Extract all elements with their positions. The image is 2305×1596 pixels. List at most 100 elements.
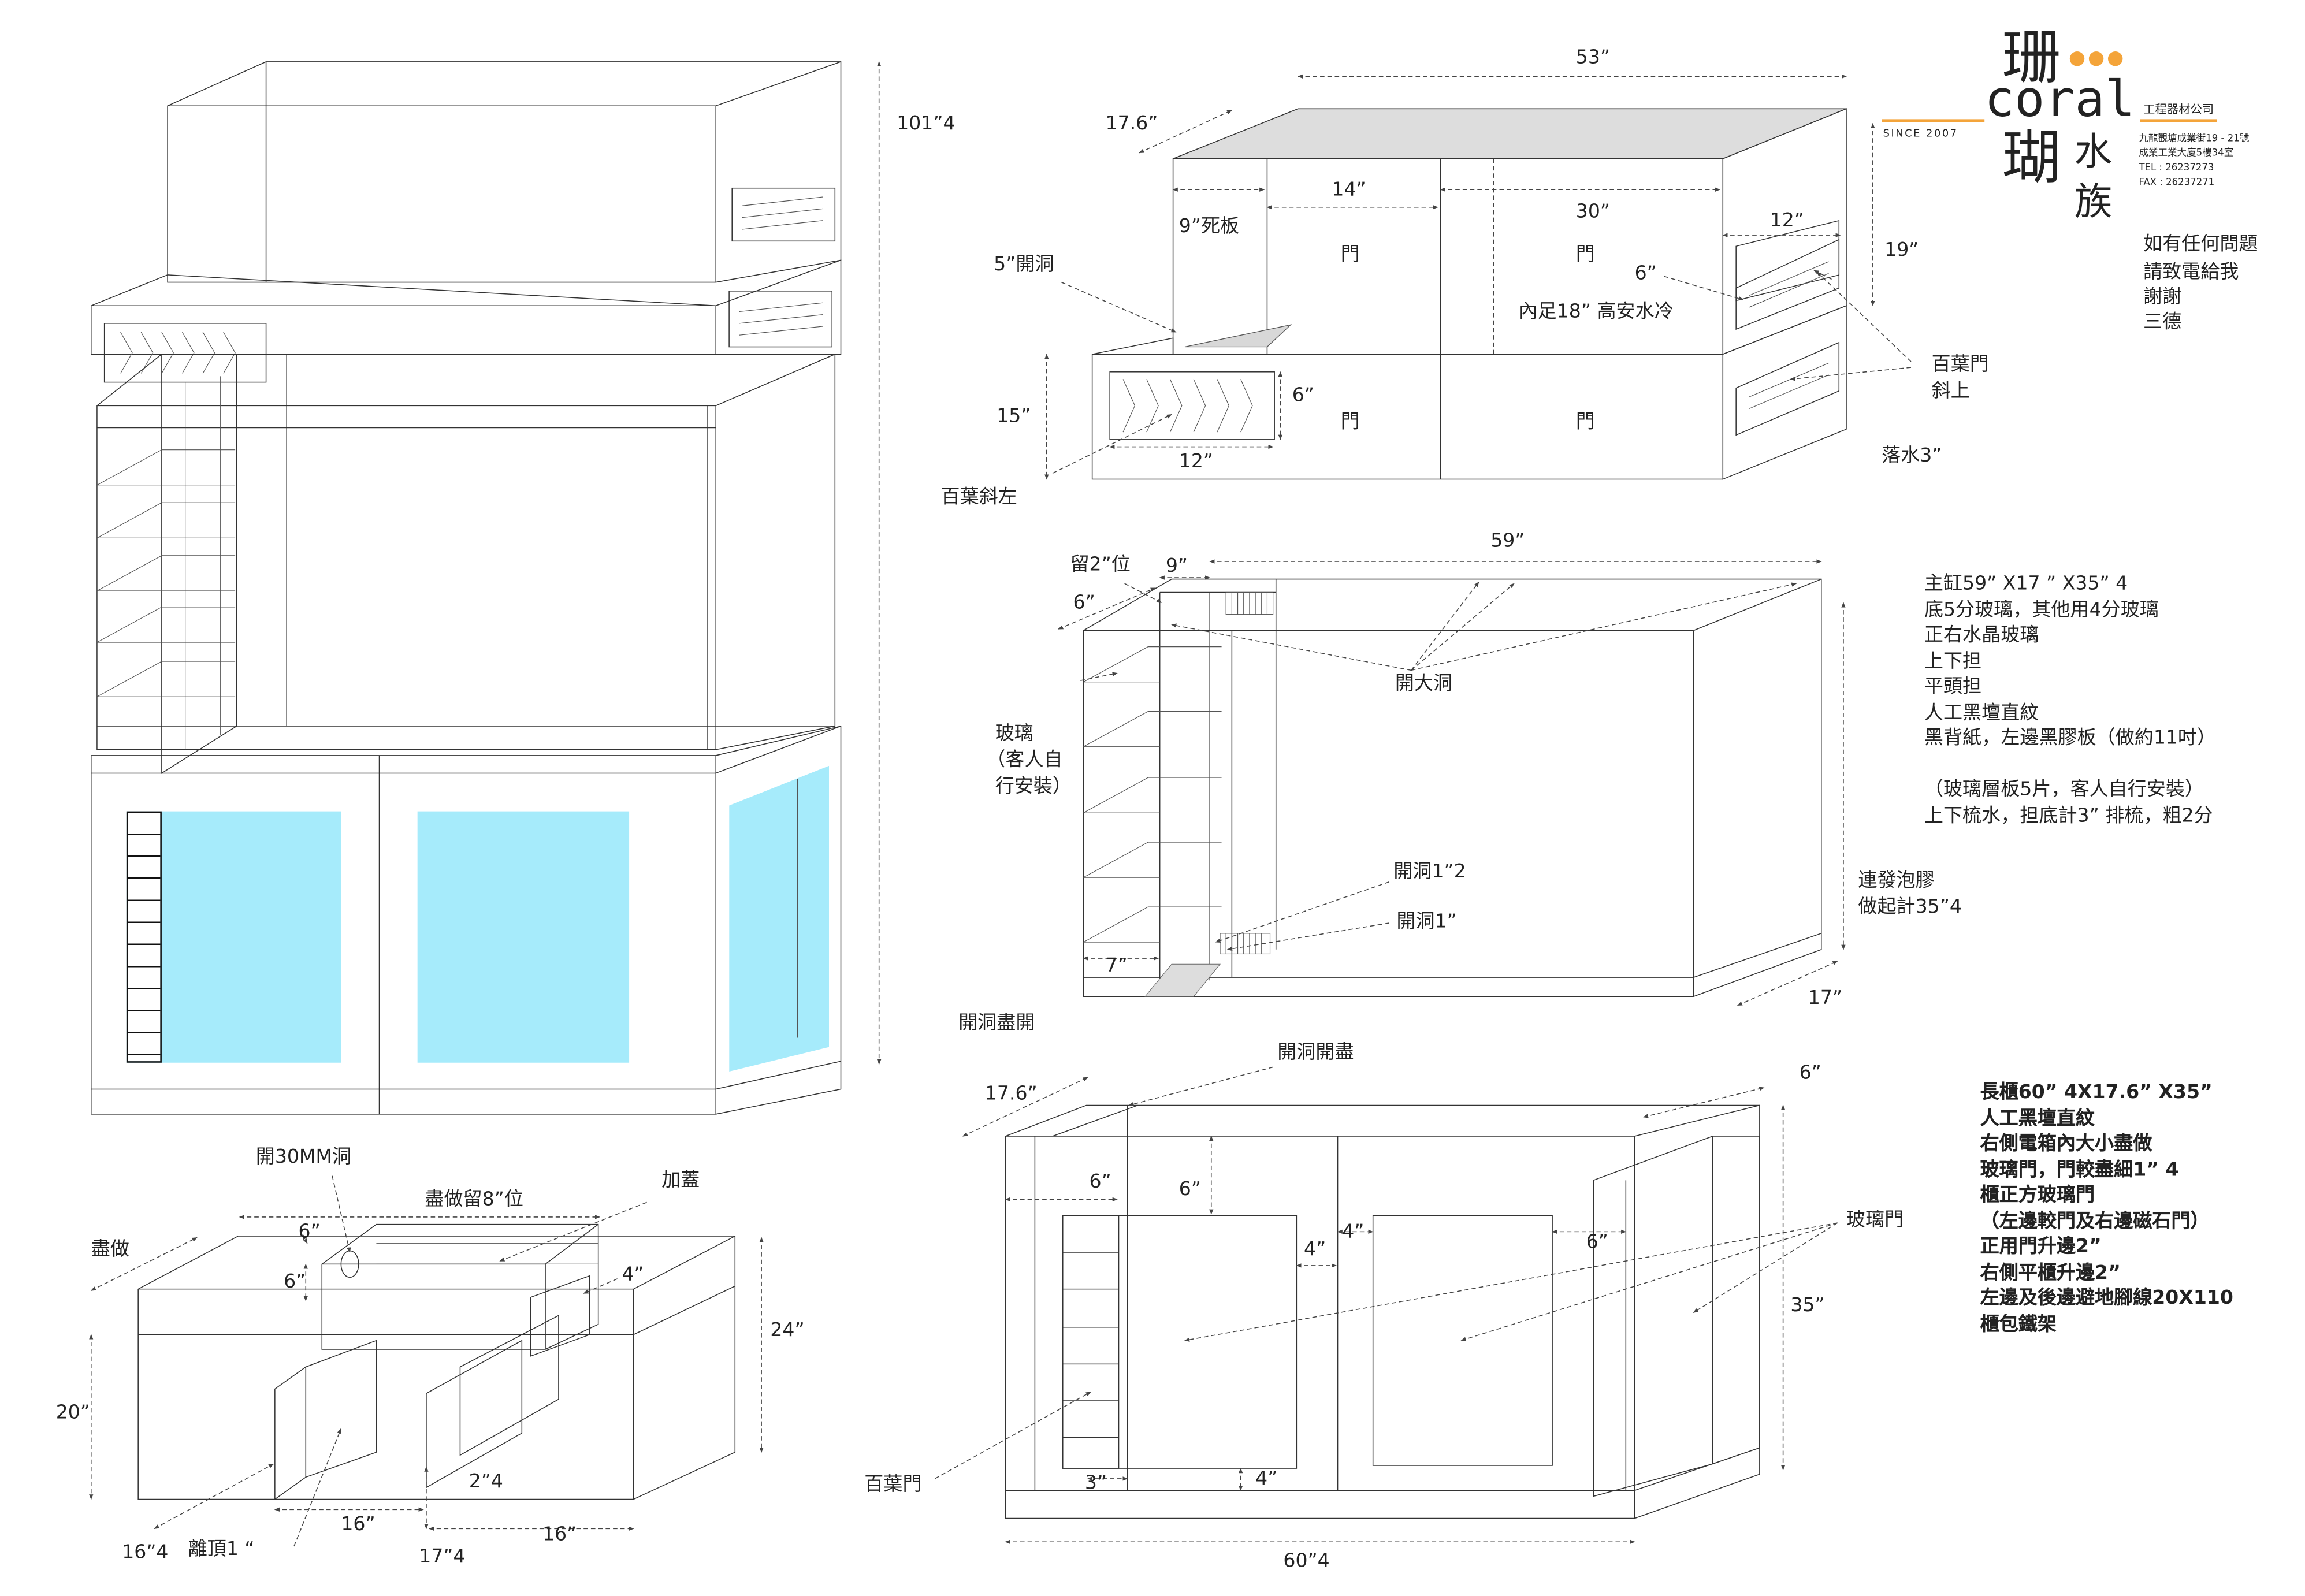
main-tank-view: [1058, 559, 1846, 1006]
dim-19: 19”: [1884, 239, 1919, 262]
dim-6-top-door: 6”: [1178, 1178, 1201, 1201]
hole-full-cabinet-label: 開洞開盡: [1277, 1042, 1354, 1065]
tank-spec-1: 主缸59” X17 ” X35” 4: [1924, 573, 2128, 596]
note-line-2: 請致電給我: [2143, 261, 2239, 284]
tank-spec-4: 上下担: [1924, 650, 1982, 673]
logo-dot-2: [2088, 51, 2104, 66]
cabinet-spec-7: 正用門升邊2”: [1980, 1236, 2102, 1259]
dim-17-6-cabinet: 17.6”: [984, 1083, 1038, 1106]
door-label-3: 門: [1340, 411, 1360, 434]
glass-shelf-label-3: 行安裝）: [995, 776, 1072, 798]
dim-14: 14”: [1332, 179, 1366, 202]
keep-8-label: 盡做留8”位: [425, 1189, 523, 1211]
foam-label-1: 連發泡膠: [1858, 870, 1935, 892]
dim-6-right-top: 6”: [1799, 1062, 1821, 1085]
dim-3: 3”: [1084, 1472, 1107, 1495]
keep-2-label: 留2”位: [1070, 554, 1131, 576]
logo-bottom-char: 瑚: [2002, 125, 2061, 193]
tank-spec-3: 正右水晶玻璃: [1924, 624, 2039, 647]
dim-24: 24”: [770, 1320, 805, 1342]
foam-label-2: 做起計35”4: [1858, 896, 1962, 919]
dim-16-right: 16”: [542, 1524, 577, 1546]
logo-since: SINCE 2007: [1883, 128, 1958, 140]
sump-view: [89, 1175, 764, 1547]
logo-fax: FAX : 26237271: [2139, 176, 2215, 188]
logo-aqua-2: 族: [2074, 180, 2113, 225]
tank-spec-5: 平頭担: [1924, 676, 1982, 698]
dim-12-upper: 12”: [1769, 210, 1804, 233]
front-assembly-view: [91, 61, 842, 1115]
tank-spec-9: （玻璃層板5片，客人自行安裝）: [1924, 779, 2204, 801]
door-label-1: 門: [1340, 244, 1360, 266]
dim-4-mid-upper: 4”: [1342, 1221, 1365, 1244]
tank-spec-list: 主缸59” X17 ” X35” 4 底5分玻璃，其他用4分玻璃 正右水晶玻璃 …: [1924, 572, 2216, 829]
tank-spec-2: 底5分玻璃，其他用4分玻璃: [1924, 598, 2159, 622]
hole-1-2-label: 開洞1”2: [1393, 861, 1466, 884]
tank-spec-7: 黑背紙，左邊黑膠板（做約11吋）: [1924, 727, 2217, 750]
dim-2-4: 2”4: [469, 1471, 503, 1494]
dim-60: 60”4: [1283, 1550, 1330, 1573]
hood-cabinet-view: [1044, 74, 1912, 480]
cabinet-spec-1: 長櫃60” 4X17.6” X35”: [1980, 1081, 2213, 1104]
dim-7: 7”: [1105, 955, 1128, 978]
tank-spec-6: 人工黑壇直紋: [1924, 702, 2039, 724]
dim-15: 15”: [997, 405, 1031, 428]
hole-30mm-label: 開30MM洞: [255, 1146, 352, 1169]
hole-full-label: 開洞盡開: [958, 1013, 1035, 1035]
hole-5-label: 5”開洞: [994, 254, 1054, 277]
dim-overall-height: 101”4: [897, 113, 956, 136]
dim-4-sump: 4”: [622, 1264, 644, 1286]
cabinet-spec-list: 長櫃60” 4X17.6” X35” 人工黑壇直紋 右側電箱內大小盡做 玻璃門，…: [1980, 1080, 2233, 1337]
glass-door-label: 玻璃門: [1846, 1210, 1904, 1232]
cabinet-spec-2: 人工黑壇直紋: [1980, 1107, 2095, 1130]
louver-door-label: 百葉門: [864, 1474, 922, 1497]
cabinet-spec-9: 左邊及後邊避地腳線20X110: [1980, 1288, 2233, 1310]
dim-53: 53”: [1575, 47, 1611, 69]
glass-panel-center: [417, 811, 630, 1063]
lid-label: 加蓋: [661, 1170, 700, 1192]
louver-left-label: 百葉斜左: [940, 486, 1017, 509]
dim-6-louver: 6”: [1634, 263, 1657, 285]
dim-17-6-top: 17.6”: [1105, 113, 1158, 136]
logo-address2: 成業工業大廈5樓34室: [2139, 147, 2234, 159]
louver-grille-left: [126, 811, 162, 1063]
drain-label: 落水3”: [1882, 445, 1942, 468]
dim-17: 17”: [1808, 987, 1843, 1010]
logo-top-char: 珊: [2002, 25, 2061, 93]
full-label: 盡做: [91, 1239, 129, 1262]
cabinet-spec-4: 玻璃門，門較盡細1” 4: [1980, 1159, 2179, 1181]
cabinet-spec-6: （左邊較門及右邊磁石門）: [1980, 1210, 2210, 1233]
cabinet-spec-10: 櫃包鐵架: [1980, 1313, 2057, 1335]
dim-4-mid: 4”: [1304, 1239, 1326, 1262]
note-line-3: 謝謝: [2143, 287, 2182, 309]
top-clearance-label: 離頂1 “: [188, 1539, 255, 1561]
glass-shelf-label-1: 玻璃: [995, 723, 1033, 746]
logo-name: coral: [1984, 70, 2135, 129]
chiller-label: 內足18” 高安水冷: [1518, 301, 1674, 323]
tank-spec-8: [1924, 752, 2216, 778]
dim-6-tank: 6”: [1073, 592, 1095, 615]
dim-20: 20”: [55, 1402, 90, 1424]
dim-6-sump-a: 6”: [298, 1221, 321, 1244]
note-line-1: 如有任何問題: [2143, 233, 2258, 256]
dead-board-label: 9”死板: [1178, 216, 1240, 239]
dim-30: 30”: [1575, 201, 1611, 224]
logo-tel: TEL : 26237273: [2139, 161, 2214, 174]
louver-up-label: 百葉門: [1931, 354, 1989, 377]
glass-panel-side: [729, 765, 830, 1072]
dim-6-left: 6”: [1089, 1171, 1111, 1194]
dim-6-box: 6”: [1292, 385, 1314, 407]
note-line-4: 三德: [2143, 311, 2182, 334]
dim-59: 59”: [1490, 530, 1525, 553]
hole-1-label: 開洞1”: [1396, 911, 1457, 933]
big-hole-label: 開大洞: [1395, 673, 1453, 695]
cabinet-spec-5: 櫃正方玻璃門: [1980, 1184, 2095, 1207]
louver-up-label-2: 斜上: [1931, 381, 1970, 403]
glass-panel-side-inner: [797, 779, 824, 1038]
door-label-2: 門: [1575, 244, 1595, 266]
door-label-4: 門: [1575, 411, 1595, 434]
dim-16-left: 16”: [341, 1513, 376, 1537]
dim-6-right-door: 6”: [1586, 1232, 1608, 1254]
